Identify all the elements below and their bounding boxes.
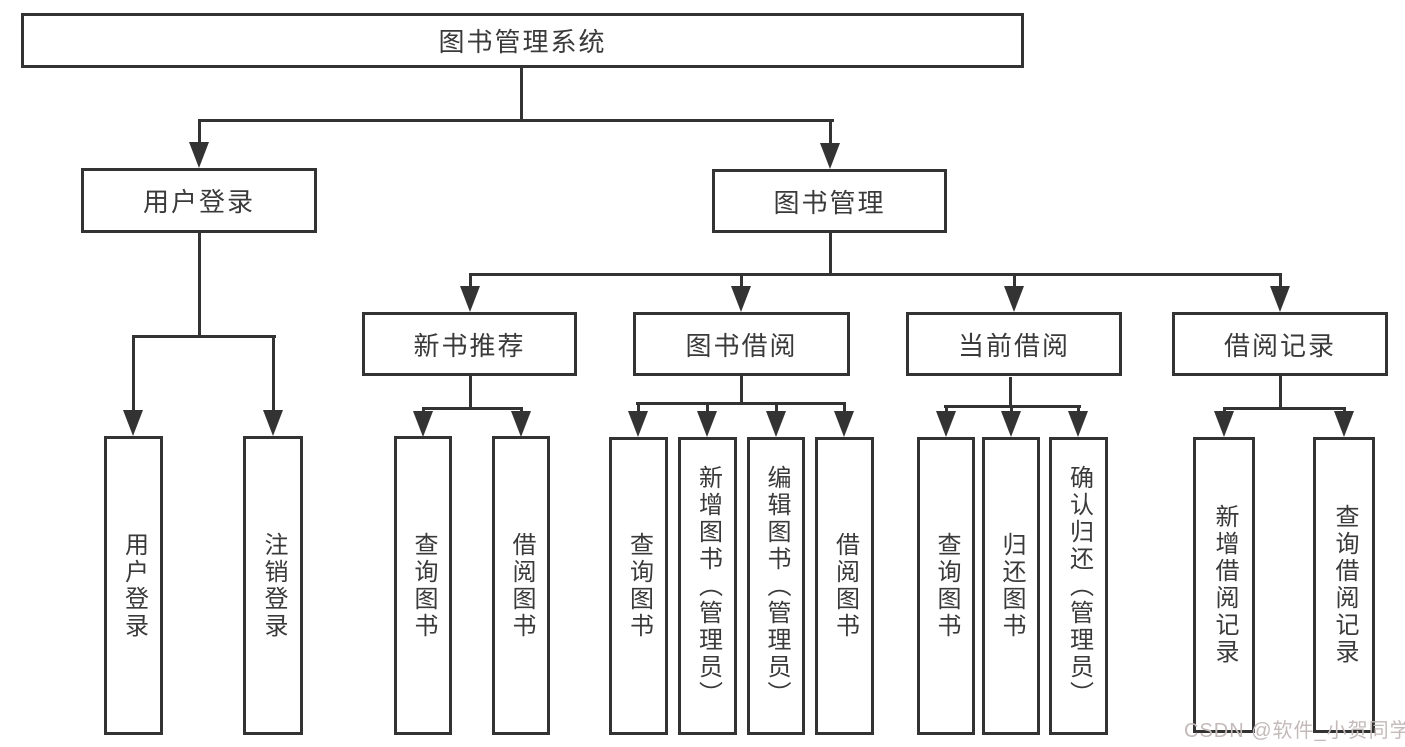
leaf-borrow-books-recommend-label: 借阅图书 bbox=[508, 531, 535, 640]
leaf-query-borrow-record: 查询借阅记录 bbox=[1313, 437, 1375, 733]
arrowhead-leaf-borrow-books bbox=[834, 411, 854, 437]
connector-login-stem bbox=[198, 232, 201, 337]
arrowhead-leaf-return bbox=[1001, 411, 1021, 437]
leaf-return-books: 归还图书 bbox=[982, 437, 1040, 735]
connector-to-leaf-borrow-books bbox=[843, 402, 846, 412]
connector-mgmt-stem bbox=[829, 233, 832, 275]
root-node: 图书管理系统 bbox=[21, 13, 1024, 68]
leaf-return-books-label: 归还图书 bbox=[998, 532, 1025, 640]
arrowhead-leaf-query-recommend bbox=[413, 411, 433, 437]
arrowhead-recommend bbox=[460, 286, 480, 312]
connector-to-leaf-confirm-return bbox=[1077, 405, 1080, 412]
leaf-logout-label: 注销登录 bbox=[260, 531, 287, 640]
connector-level1-rail bbox=[198, 119, 834, 122]
arrowhead-leaf-query-current bbox=[936, 411, 956, 437]
connector-to-leaf-edit-books bbox=[775, 402, 778, 412]
arrowhead-user-login bbox=[189, 142, 209, 168]
connector-records-rail bbox=[1223, 407, 1346, 410]
leaf-query-books-current-label: 查询图书 bbox=[933, 532, 960, 640]
arrowhead-leaf-confirm-return bbox=[1068, 411, 1088, 437]
connector-to-current bbox=[1013, 273, 1016, 288]
leaf-edit-books-admin-label: 编辑图书（管理员） bbox=[763, 464, 790, 708]
arrowhead-leaf-edit-books bbox=[766, 411, 786, 437]
arrowhead-book-management bbox=[820, 143, 840, 169]
connector-to-user-login bbox=[198, 119, 201, 145]
node-borrow-records: 借阅记录 bbox=[1172, 312, 1388, 376]
csdn-watermark: CSDN @软件_小贺同学 bbox=[1184, 720, 1405, 742]
leaf-query-books-recommend-label: 查询图书 bbox=[410, 531, 437, 640]
leaf-user-login: 用户登录 bbox=[104, 436, 163, 735]
connector-to-borrow bbox=[740, 273, 743, 288]
arrowhead-current bbox=[1004, 286, 1024, 312]
arrowhead-records bbox=[1270, 286, 1290, 312]
arrowhead-leaf-user-login bbox=[123, 410, 143, 436]
connector-to-leaf-return bbox=[1010, 405, 1013, 412]
leaf-query-books-current: 查询图书 bbox=[917, 437, 975, 735]
arrowhead-leaf-query-record bbox=[1334, 411, 1354, 437]
arrowhead-borrow bbox=[731, 286, 751, 312]
connector-level3-rail bbox=[469, 273, 1282, 276]
node-book-borrow: 图书借阅 bbox=[633, 312, 850, 376]
connector-login-rail bbox=[132, 335, 276, 338]
leaf-query-books-recommend: 查询图书 bbox=[394, 436, 452, 735]
connector-to-leaf-query-current bbox=[945, 405, 948, 412]
leaf-add-books-admin: 新增图书（管理员） bbox=[678, 437, 737, 735]
node-new-book-recommend: 新书推荐 bbox=[362, 312, 577, 376]
connector-to-records bbox=[1279, 273, 1282, 288]
connector-to-book-management bbox=[829, 119, 832, 145]
leaf-logout: 注销登录 bbox=[243, 436, 303, 735]
connector-records-stem bbox=[1279, 375, 1282, 409]
arrowhead-leaf-query-borrow bbox=[628, 411, 648, 437]
leaf-borrow-books-label: 借阅图书 bbox=[831, 532, 859, 640]
arrowhead-leaf-add-record bbox=[1214, 411, 1234, 437]
leaf-add-books-admin-label: 新增图书（管理员） bbox=[694, 464, 722, 708]
connector-root-stem bbox=[520, 67, 523, 121]
connector-to-leaf-logout bbox=[272, 335, 275, 411]
leaf-edit-books-admin: 编辑图书（管理员） bbox=[747, 437, 805, 735]
leaf-add-borrow-record-label: 新增借阅记录 bbox=[1211, 504, 1238, 666]
connector-to-leaf-add-record bbox=[1223, 407, 1226, 413]
connector-to-leaf-query-borrow bbox=[637, 402, 640, 412]
leaf-query-books-borrow: 查询图书 bbox=[609, 437, 668, 735]
leaf-add-borrow-record: 新增借阅记录 bbox=[1193, 437, 1255, 733]
connector-borrow-rail bbox=[636, 402, 845, 405]
connector-to-leaf-user-login bbox=[132, 335, 135, 411]
leaf-confirm-return-admin: 确认归还（管理员） bbox=[1049, 437, 1108, 735]
connector-to-leaf-query-recommend bbox=[422, 407, 425, 413]
arrowhead-leaf-borrow-recommend bbox=[511, 411, 531, 437]
connector-to-recommend bbox=[469, 273, 472, 288]
connector-current-stem bbox=[1009, 377, 1012, 407]
node-user-login: 用户登录 bbox=[81, 168, 317, 233]
leaf-borrow-books-recommend: 借阅图书 bbox=[492, 436, 550, 735]
leaf-confirm-return-admin-label: 确认归还（管理员） bbox=[1065, 464, 1093, 708]
connector-to-leaf-query-record bbox=[1343, 407, 1346, 413]
connector-recommend-stem bbox=[469, 375, 472, 409]
connector-to-leaf-add-books bbox=[706, 402, 709, 412]
arrowhead-leaf-logout bbox=[263, 410, 283, 436]
connector-to-leaf-borrow-recommend bbox=[520, 407, 523, 413]
node-book-management: 图书管理 bbox=[712, 169, 947, 233]
node-current-borrow: 当前借阅 bbox=[906, 312, 1122, 376]
connector-recommend-rail bbox=[422, 407, 523, 410]
leaf-user-login-label: 用户登录 bbox=[120, 531, 148, 640]
leaf-borrow-books: 借阅图书 bbox=[815, 437, 874, 735]
connector-borrow-stem bbox=[740, 375, 743, 404]
leaf-query-borrow-record-label: 查询借阅记录 bbox=[1331, 504, 1358, 666]
leaf-query-books-borrow-label: 查询图书 bbox=[625, 532, 653, 640]
arrowhead-leaf-add-books bbox=[697, 411, 717, 437]
